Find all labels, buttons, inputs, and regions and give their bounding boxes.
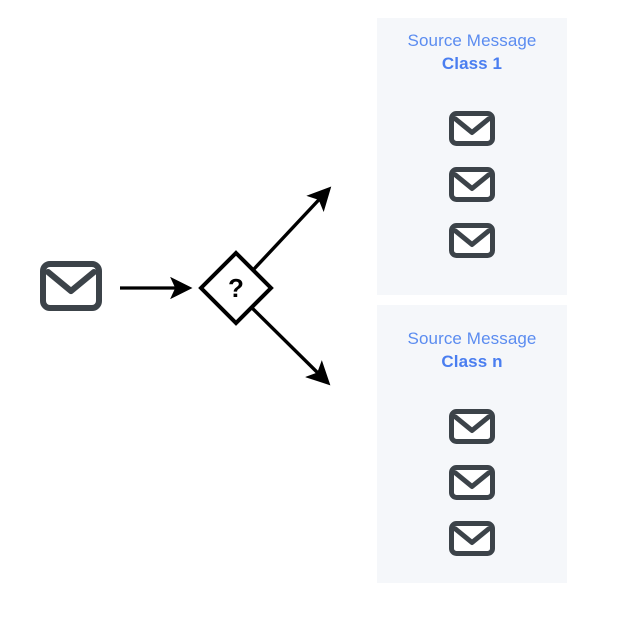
arrow-decision-to-class-n [241,297,331,386]
envelope-icon [449,111,495,146]
envelope-icon [449,465,495,500]
class-n-title-line1: Source Message [407,329,537,348]
envelope-icon [40,261,102,311]
class-1-title-line2: Class 1 [441,54,503,73]
diamond-decision-icon [198,250,274,326]
envelope-icon [449,521,495,556]
envelope-icon [449,223,495,258]
class-n-title-line2: Class n [441,352,503,371]
envelope-icon [449,409,495,444]
class-1-title-line1: Source Message [407,31,537,50]
class-1-title: Source Message Class 1 [377,32,567,72]
arrow-decision-to-class-1 [238,186,332,286]
class-n-message-stack [377,409,567,556]
class-1-message-stack [377,111,567,258]
envelope-icon [449,167,495,202]
class-n-title: Source Message Class n [377,330,567,370]
decision-question-mark: ? [228,273,244,303]
